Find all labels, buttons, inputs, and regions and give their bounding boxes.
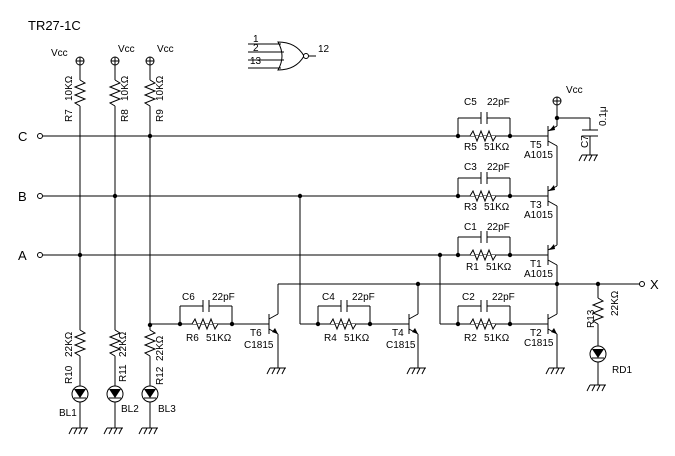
vcc-label-2: Vcc: [118, 44, 135, 55]
c2-value: 22pF: [492, 292, 515, 303]
r7-value: 10KΩ: [64, 75, 75, 101]
t3-type: A1015: [524, 210, 553, 221]
gate-pin12-label: 12: [318, 44, 330, 55]
r5-value: 51KΩ: [484, 142, 510, 153]
nor-gate: 1 2 13 12: [248, 34, 330, 71]
pnp-stack: Vcc C7 0.1μ T5 A1015 T3 A1015: [524, 85, 609, 284]
r1-value: 51KΩ: [486, 262, 512, 273]
diagram-title: TR27-1C: [28, 18, 81, 33]
r5-c5-network: C5 22pF R5 51KΩ: [455, 97, 513, 153]
bl2-label: BL2: [121, 404, 139, 415]
r4-label: R4: [324, 333, 337, 344]
c6-label: C6: [182, 292, 195, 303]
r10-label: R10: [64, 365, 75, 384]
t6-label: T6: [250, 328, 262, 339]
t5-type: A1015: [524, 150, 553, 161]
t5-label: T5: [530, 140, 542, 151]
gate-pin2-label: 2: [253, 43, 259, 54]
r13-rd1-branch: R13 22KΩ RD1: [586, 284, 632, 392]
r3-c3-network: C3 22pF R3 51KΩ: [455, 162, 513, 213]
t2-label: T2: [530, 328, 542, 339]
r11-label: R11: [118, 364, 129, 382]
r7-label: R7: [64, 109, 75, 122]
r1-c1-network: C1 22pF R1 51KΩ: [455, 222, 513, 273]
r4-value: 51KΩ: [344, 333, 370, 344]
t1-label: T1: [530, 259, 542, 270]
rd1-label: RD1: [612, 365, 632, 376]
c5-label: C5: [464, 97, 477, 108]
r2-value: 51KΩ: [484, 333, 510, 344]
r12-value: 22KΩ: [155, 335, 166, 361]
led-drivers: R10 22KΩ BL1 R11 22KΩ BL2 R12 22KΩ BL3: [59, 329, 176, 435]
pullup-resistors: Vcc Vcc Vcc R7 10KΩ R8 10KΩ R9 10KΩ: [51, 44, 174, 122]
r6-label: R6: [186, 333, 199, 344]
c3-label: C3: [464, 162, 477, 173]
gate-pin13-label: 13: [250, 56, 262, 67]
c5-value: 22pF: [487, 97, 510, 108]
c4-label: C4: [322, 292, 335, 303]
t4-label: T4: [392, 328, 404, 339]
c4-value: 22pF: [352, 292, 375, 303]
r10-value: 22KΩ: [64, 331, 75, 357]
t6-type: C1815: [244, 340, 274, 351]
vcc-label-3: Vcc: [157, 44, 174, 55]
r5-label: R5: [464, 142, 477, 153]
t6-stage: T6 C1815 C6 22pF R6 51KΩ: [150, 284, 287, 375]
gate-pin1-label: 1: [253, 34, 259, 45]
c6-value: 22pF: [212, 292, 235, 303]
c7-label: C7: [580, 135, 591, 148]
t1-type: A1015: [524, 269, 553, 280]
r12-label: R12: [155, 366, 166, 385]
r2-label: R2: [464, 333, 477, 344]
r13-label: R13: [586, 309, 597, 328]
input-b-label: B: [18, 189, 27, 204]
r6-value: 51KΩ: [206, 333, 232, 344]
bl3-label: BL3: [158, 404, 176, 415]
r9-label: R9: [155, 109, 166, 122]
output-x-label: X: [650, 277, 659, 292]
input-a-label: A: [18, 248, 27, 263]
t4-stage: T4 C1815 C4 22pF R4 51KΩ: [299, 196, 427, 375]
r3-value: 51KΩ: [484, 202, 510, 213]
c2-label: C2: [462, 292, 475, 303]
c3-value: 22pF: [487, 162, 510, 173]
c1-label: C1: [464, 222, 477, 233]
input-c-label: C: [18, 129, 27, 144]
r11-value: 22KΩ: [118, 331, 129, 357]
output-node: X: [278, 277, 659, 292]
r1-label: R1: [466, 262, 479, 273]
vcc-label-1: Vcc: [51, 48, 68, 59]
input-b: B: [18, 189, 528, 204]
t4-type: C1815: [386, 340, 416, 351]
bl1-label: BL1: [59, 408, 77, 419]
t3-label: T3: [530, 200, 542, 211]
r8-value: 10KΩ: [120, 75, 131, 101]
input-c: C: [18, 129, 528, 144]
t2-stage: T2 C1815 C2 22pF R2 51KΩ: [439, 255, 566, 375]
vcc-label-4: Vcc: [566, 85, 583, 96]
input-a: A: [18, 248, 528, 263]
r13-value: 22KΩ: [610, 290, 621, 316]
c7-value: 0.1μ: [598, 106, 609, 126]
t2-type: C1815: [524, 338, 554, 349]
r3-label: R3: [464, 202, 477, 213]
c1-value: 22pF: [487, 222, 510, 233]
r9-value: 10KΩ: [155, 75, 166, 101]
r8-label: R8: [120, 109, 131, 122]
